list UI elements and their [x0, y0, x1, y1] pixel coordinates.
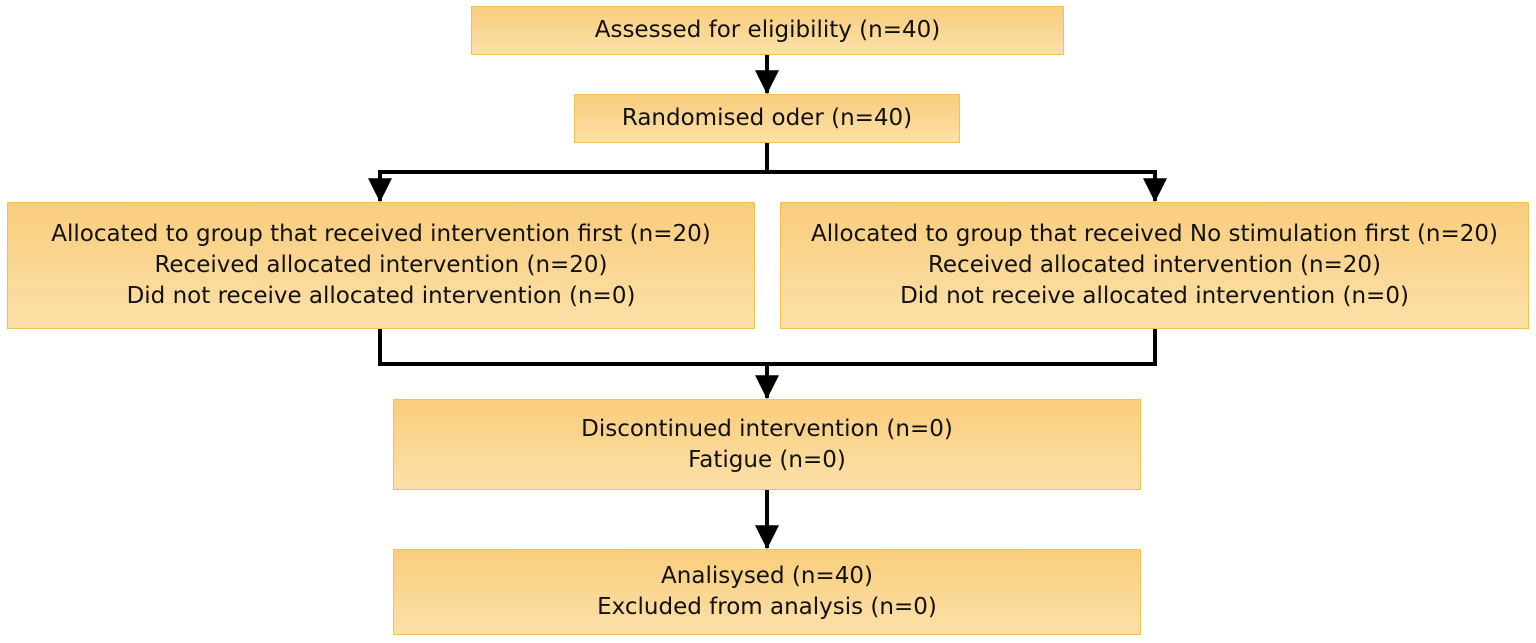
fatigue-line: Fatigue (n=0) — [688, 446, 846, 473]
intervention-first-allocated-line: Allocated to group that received interve… — [51, 221, 711, 247]
analysed-line: Analisysed (n=40) — [661, 563, 873, 589]
discontinued-line: Discontinued intervention (n=0) — [581, 415, 953, 442]
discontinued-intervention-box: Discontinued intervention (n=0) Fatigue … — [393, 399, 1141, 490]
excluded-line: Excluded from analysis (n=0) — [597, 594, 937, 620]
no-stimulation-first-group-box: Allocated to group that received No stim… — [780, 202, 1529, 329]
intervention-first-not-received-line: Did not receive allocated intervention (… — [126, 283, 636, 309]
randomised-order-box: Randomised oder (n=40) — [574, 94, 960, 143]
no-stimulation-first-received-line: Received allocated intervention (n=20) — [927, 252, 1382, 278]
connector-randomised-split — [378, 142, 1157, 174]
intervention-first-received-line: Received allocated intervention (n=20) — [154, 252, 608, 278]
assessed-line: Assessed for eligibility (n=40) — [594, 17, 941, 43]
analysed-box: Analisysed (n=40) Excluded from analysis… — [393, 549, 1141, 635]
assessed-for-eligibility-box: Assessed for eligibility (n=40) — [471, 6, 1064, 55]
intervention-first-group-box: Allocated to group that received interve… — [7, 202, 755, 329]
no-stimulation-first-allocated-line: Allocated to group that received No stim… — [810, 221, 1499, 247]
no-stimulation-first-not-received-line: Did not receive allocated intervention (… — [900, 283, 1409, 309]
randomised-line: Randomised oder (n=40) — [621, 105, 913, 131]
connector-groups-merge — [378, 328, 1157, 366]
